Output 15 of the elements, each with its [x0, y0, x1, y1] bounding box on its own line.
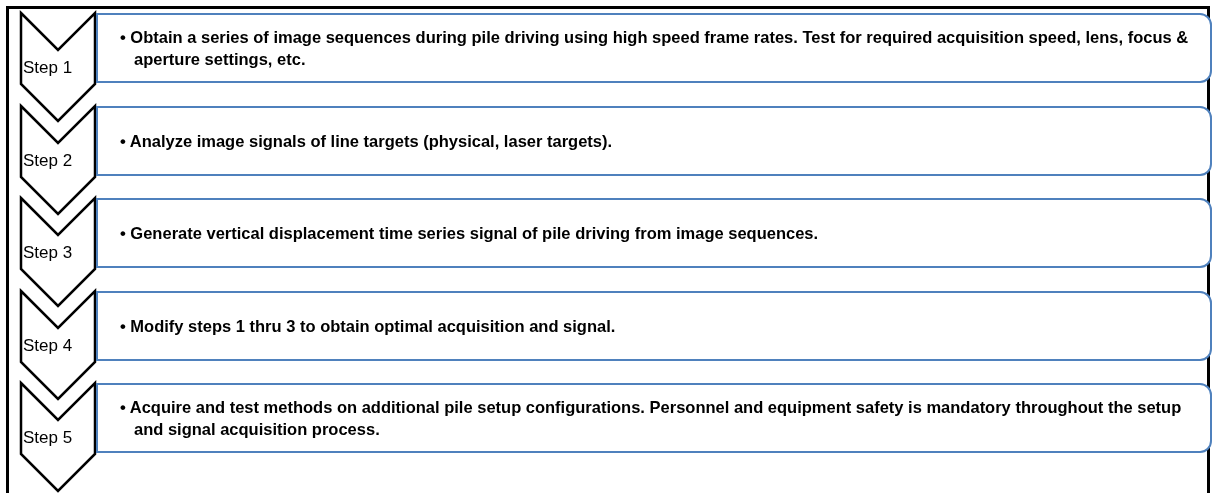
step-label: Step 3: [23, 243, 73, 263]
step-marker: [20, 197, 96, 307]
step-description: • Obtain a series of image sequences during pile driving using high speed frame rates. Test for required acquisition speed, lens, focus & aperture settings, etc.: [119, 27, 1190, 70]
step-description: • Analyze image signals of line targets (physical, laser targets).: [119, 130, 614, 152]
step-label: Step 2: [23, 150, 73, 171]
step-description: • Acquire and test methods on additional pile setup configurations. Personnel and equipment safety is mandatory throughout the setup and signal acquisition process.: [119, 397, 1183, 440]
step-marker: [20, 382, 96, 492]
step-label: Step 4: [23, 335, 73, 356]
step-description: • Modify steps 1 thru 3 to obtain optimal acquisition and signal.: [119, 315, 617, 337]
step-description: • Generate vertical displacement time series signal of pile driving from image sequences.: [119, 223, 820, 244]
step-label: Step 1: [23, 58, 73, 78]
step-label: Step 5: [23, 428, 73, 448]
step-marker: [20, 12, 96, 122]
step-marker: [20, 289, 96, 400]
step-marker: [20, 104, 96, 215]
